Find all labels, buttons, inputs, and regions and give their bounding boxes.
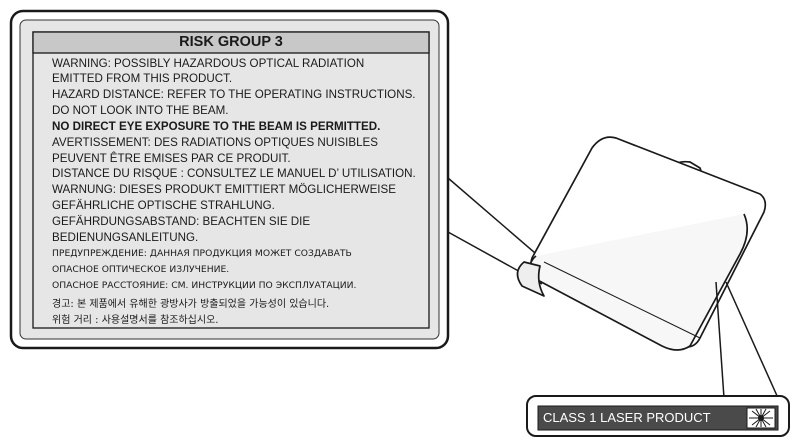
label-line-4: DO NOT LOOK INTO THE BEAM. — [52, 104, 229, 117]
risk-title-bar — [32, 31, 430, 54]
label-line-8: DISTANCE DU RISQUE : CONSULTEZ LE MANUEL… — [52, 167, 416, 180]
label-line-6: AVERTISSEMENT: DES RADIATIONS OPTIQUES N… — [52, 136, 378, 149]
class-leader-right — [725, 281, 779, 399]
label-line-7: PEUVENT ÊTRE EMISES PAR CE PRODUIT. — [52, 152, 291, 165]
label-line-17: 위험 거리 : 사용설명서를 참조하십시오. — [52, 315, 219, 326]
label-line-12: BEDIENUNGSANLEITUNG. — [52, 231, 199, 244]
label-line-1: WARNING: POSSIBLY HAZARDOUS OPTICAL RADI… — [52, 57, 365, 70]
label-line-16: 경고: 본 제품에서 유해한 광방사가 방출되었을 가능성이 있습니다. — [52, 299, 330, 310]
label-line-13: ПРЕДУПРЕЖДЕНИЕ: ДАННАЯ ПРОДУКЦИЯ МОЖЕТ С… — [52, 248, 352, 259]
risk-label-plate — [19, 19, 440, 340]
projector-body — [516, 136, 767, 351]
class-label-plate — [537, 405, 779, 431]
label-line-5: NO DIRECT EYE EXPOSURE TO THE BEAM IS PE… — [52, 120, 381, 133]
label-line-2: EMITTED FROM THIS PRODUCT. — [52, 72, 233, 85]
class-leader-left — [715, 281, 725, 399]
label-line-15: ОПАСНОЕ РАССТОЯНИЕ: СМ. ИНСТРУКЦИИ ПО ЭК… — [52, 280, 357, 291]
risk-label-title: RISK GROUP 3 — [179, 34, 283, 50]
laser-starburst-icon — [749, 408, 773, 428]
label-line-10: GEFÄHRLICHE OPTISCHE STRAHLUNG. — [52, 199, 275, 212]
label-line-3: HAZARD DISTANCE: REFER TO THE OPERATING … — [52, 88, 416, 101]
label-line-9: WARNUNG: DIESES PRODUKT EMITTIERT MÖGLIC… — [52, 183, 396, 196]
label-line-11: GEFÄHRDUNGSABSTAND: BEACHTEN SIE DIE — [52, 215, 311, 228]
class-1-laser-label: CLASS 1 LASER PRODUCT — [543, 410, 711, 425]
label-line-14: ОПАСНОЕ ОПТИЧЕСКОЕ ИЗЛУЧЕНИЕ. — [52, 264, 230, 275]
projector-lens-edge — [516, 261, 545, 297]
callout-leader-upper — [447, 177, 543, 260]
